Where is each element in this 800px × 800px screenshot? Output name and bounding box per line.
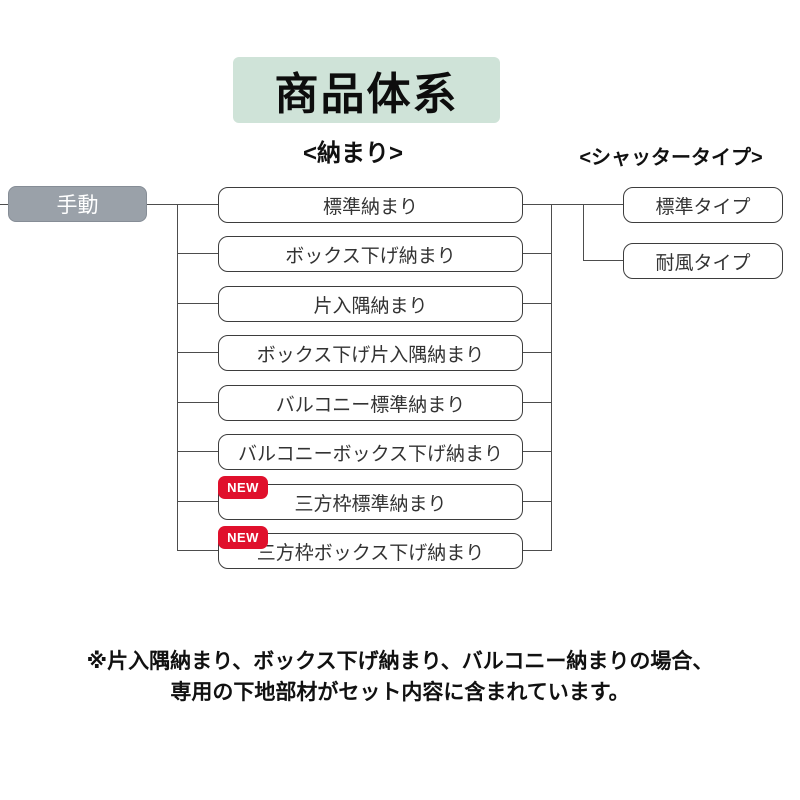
connector-line bbox=[523, 501, 551, 502]
fitting-node-three-side-frame-standard: 三方枠標準納まり bbox=[218, 484, 523, 520]
connector-line bbox=[147, 204, 218, 205]
new-badge: NEW bbox=[218, 526, 268, 549]
connector-line bbox=[523, 204, 551, 205]
tree-trunk-right bbox=[551, 204, 552, 551]
connector-line bbox=[177, 451, 218, 452]
connector-line bbox=[583, 260, 623, 261]
column-header-shutter-type: <シャッタータイプ> bbox=[579, 147, 763, 169]
connector-line bbox=[177, 352, 218, 353]
fitting-node-single-corner: 片入隅納まり bbox=[218, 286, 523, 322]
footnote-line-2: 専用の下地部材がセット内容に含まれています。 bbox=[170, 681, 630, 704]
connector-line bbox=[177, 253, 218, 254]
connector-line bbox=[177, 402, 218, 403]
connector-line bbox=[177, 501, 218, 502]
connector-line bbox=[523, 451, 551, 452]
connector-line bbox=[523, 352, 551, 353]
connector-line bbox=[523, 303, 551, 304]
connector-line bbox=[583, 204, 584, 260]
root-node-manual: 手動 bbox=[8, 186, 147, 222]
connector-line bbox=[523, 550, 551, 551]
fitting-node-balcony-box-lowered: バルコニーボックス下げ納まり bbox=[218, 434, 523, 470]
fitting-node-balcony-standard: バルコニー標準納まり bbox=[218, 385, 523, 421]
column-header-fitting: <納まり> bbox=[302, 140, 404, 167]
fitting-node-box-lowered: ボックス下げ納まり bbox=[218, 236, 523, 272]
connector-line bbox=[0, 204, 8, 205]
new-badge: NEW bbox=[218, 476, 268, 499]
shutter-type-node-standard: 標準タイプ bbox=[623, 187, 783, 223]
tree-trunk-left bbox=[177, 204, 178, 551]
shutter-type-node-wind-resistant: 耐風タイプ bbox=[623, 243, 783, 279]
fitting-node-box-lowered-single-corner: ボックス下げ片入隅納まり bbox=[218, 335, 523, 371]
fitting-node-three-side-frame-box-lowered: 三方枠ボックス下げ納まり bbox=[218, 533, 523, 569]
page-title: 商品体系 bbox=[233, 57, 500, 123]
fitting-node-standard: 標準納まり bbox=[218, 187, 523, 223]
footnote-line-1: ※片入隅納まり、ボックス下げ納まり、バルコニー納まりの場合、 bbox=[86, 650, 714, 673]
connector-line bbox=[523, 402, 551, 403]
connector-line bbox=[177, 303, 218, 304]
connector-line bbox=[523, 253, 551, 254]
connector-line bbox=[177, 550, 218, 551]
footnote: ※片入隅納まり、ボックス下げ納まり、バルコニー納まりの場合、 専用の下地部材がセ… bbox=[0, 646, 800, 708]
connector-line bbox=[551, 204, 623, 205]
